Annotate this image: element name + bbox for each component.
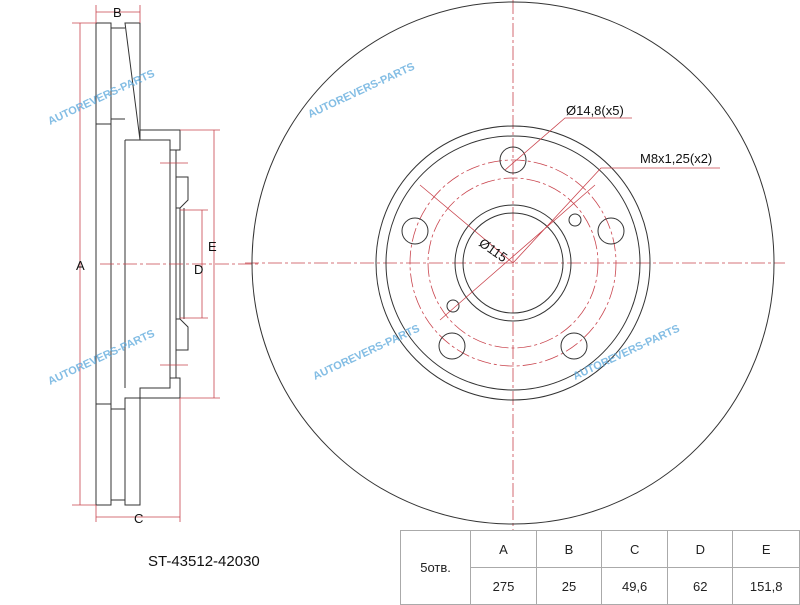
svg-text:AUTOREVERS-PARTS: AUTOREVERS-PARTS: [311, 323, 422, 383]
header-b: B: [535, 530, 603, 568]
dim-d-label: D: [194, 262, 203, 277]
value-d: 62: [667, 567, 734, 605]
dim-e-label: E: [208, 239, 217, 254]
dim-a-label: A: [76, 258, 85, 273]
value-c: 49,6: [601, 567, 669, 605]
part-number: ST-43512-42030: [148, 553, 260, 570]
holes-count: 5отв.: [399, 530, 472, 605]
header-c: C: [601, 530, 669, 568]
pcd-label: Ø115: [476, 235, 510, 265]
dim-b-label: B: [113, 5, 122, 20]
value-b: 25: [535, 567, 603, 605]
header-a: A: [470, 530, 537, 568]
svg-text:AUTOREVERS-PARTS: AUTOREVERS-PARTS: [46, 328, 157, 388]
svg-text:AUTOREVERS-PARTS: AUTOREVERS-PARTS: [571, 323, 682, 383]
front-view: Ø14,8(x5) M8x1,25(x2) Ø115: [245, 0, 785, 530]
svg-text:AUTOREVERS-PARTS: AUTOREVERS-PARTS: [306, 61, 417, 121]
side-view: A B C D E: [72, 5, 260, 526]
value-a: 275: [470, 567, 537, 605]
dim-c-label: C: [134, 511, 143, 526]
thread-hole-label: M8x1,25(x2): [640, 151, 712, 166]
bolt-hole-label: Ø14,8(x5): [566, 103, 624, 118]
value-e: 151,8: [732, 567, 800, 605]
header-e: E: [732, 530, 800, 568]
header-d: D: [667, 530, 734, 568]
